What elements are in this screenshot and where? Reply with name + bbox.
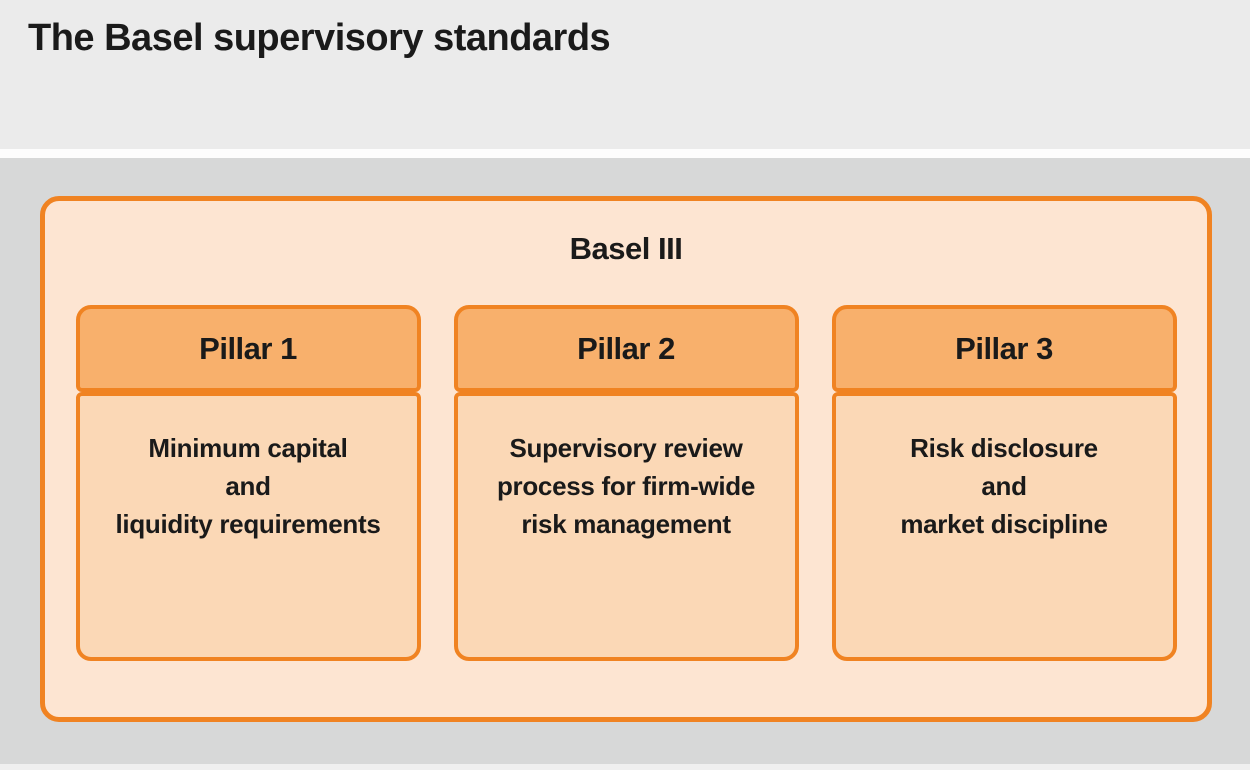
pillar-3-box: Pillar 3 Risk disclosure and market disc… xyxy=(831,305,1177,661)
pillar-3-body: Risk disclosure and market discipline xyxy=(831,392,1177,661)
page-title: The Basel supervisory standards xyxy=(28,17,611,59)
pillar-2-line-1: Supervisory review xyxy=(509,433,743,463)
pillar-2-body: Supervisory review process for firm-wide… xyxy=(453,392,799,661)
page-header-band: The Basel supervisory standards xyxy=(0,0,1250,149)
pillar-3-line-1: Risk disclosure xyxy=(910,433,1098,463)
pillar-2-line-3: risk management xyxy=(521,509,731,539)
header-separator xyxy=(0,149,1250,158)
pillar-1-line-3: liquidity requirements xyxy=(115,509,381,539)
pillar-2-header: Pillar 2 xyxy=(453,305,799,392)
pillars-row: Pillar 1 Minimum capital and liquidity r… xyxy=(45,305,1207,661)
pillar-1-box: Pillar 1 Minimum capital and liquidity r… xyxy=(75,305,421,661)
pillar-1-body: Minimum capital and liquidity requiremen… xyxy=(75,392,421,661)
diagram-area: Basel III Pillar 1 Minimum capital and l… xyxy=(0,158,1250,764)
bottom-strip xyxy=(0,764,1250,770)
pillar-2-line-2: process for firm-wide xyxy=(496,471,756,501)
pillar-1-line-1: Minimum capital xyxy=(148,433,348,463)
pillar-3-header: Pillar 3 xyxy=(831,305,1177,392)
basel-iii-container: Basel III Pillar 1 Minimum capital and l… xyxy=(40,196,1212,722)
basel-iii-title: Basel III xyxy=(569,231,683,266)
pillar-1-line-2: and xyxy=(225,471,271,501)
pillar-3-line-2: and xyxy=(981,471,1027,501)
pillar-1-header: Pillar 1 xyxy=(75,305,421,392)
pillar-2-box: Pillar 2 Supervisory review process for … xyxy=(453,305,799,661)
pillar-3-line-3: market discipline xyxy=(900,509,1108,539)
